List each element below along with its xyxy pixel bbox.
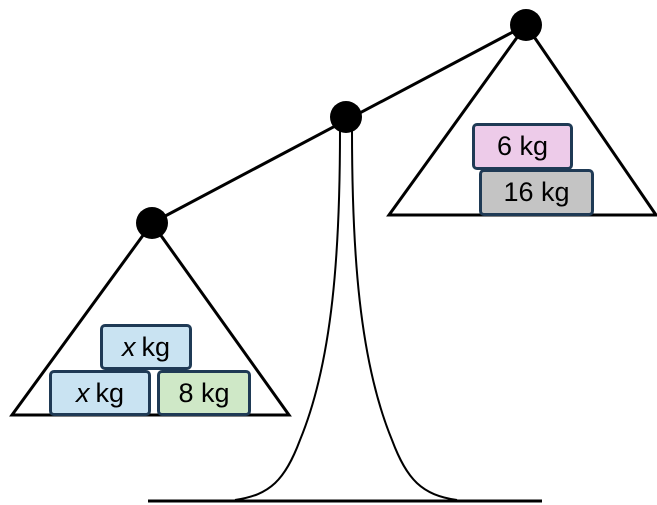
weight-label: 6 kg: [496, 131, 549, 161]
center-pivot: [330, 101, 362, 133]
left-pan-triangle: [9, 220, 292, 417]
unit-label: kg: [141, 331, 171, 362]
left-weight-x-top: x kg: [100, 324, 192, 370]
scale-post: [234, 129, 458, 501]
left-weight-8kg: 8 kg: [157, 370, 251, 416]
right-weight-6kg: 6 kg: [472, 123, 573, 170]
left-weight-x-bottom: x kg: [49, 370, 151, 416]
variable-x: x: [121, 331, 136, 362]
right-pivot: [510, 9, 542, 41]
unit-label: kg: [95, 377, 125, 408]
weight-label: 8 kg: [178, 377, 230, 408]
right-weight-16kg: 16 kg: [479, 169, 594, 216]
left-pivot: [136, 207, 168, 239]
variable-x: x: [75, 377, 90, 408]
weight-label: 16 kg: [503, 177, 570, 207]
